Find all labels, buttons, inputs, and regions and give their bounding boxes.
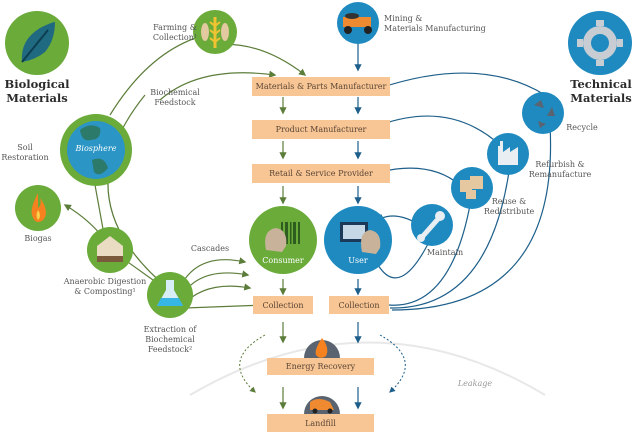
mining-label: Mining & Materials Manufacturing xyxy=(384,14,486,34)
label-line: Anaerobic Digestion xyxy=(63,277,147,286)
label-line: Farming & xyxy=(153,23,197,32)
soil-restoration-label: Soil Restoration xyxy=(0,143,50,163)
biological-materials-icon xyxy=(5,11,69,75)
extraction-to-feedstock-arc xyxy=(107,94,171,291)
label-line: Feedstock xyxy=(154,98,196,107)
label-line: & Composting¹ xyxy=(74,287,136,296)
mining-truck-icon xyxy=(337,2,379,44)
biosphere-label: Biosphere xyxy=(75,144,117,153)
box-label: Landfill xyxy=(305,418,336,428)
recycle-arrow xyxy=(378,72,546,96)
title-line: Technical xyxy=(570,77,632,91)
title-line: Materials xyxy=(6,91,68,105)
energy-recovery-flame-icon xyxy=(304,338,340,358)
technical-flows xyxy=(376,72,552,311)
box-label: Collection xyxy=(338,300,380,310)
title-line: Biological xyxy=(4,77,70,91)
biosphere-globe-icon xyxy=(60,114,132,186)
reuse-arrow xyxy=(378,167,461,186)
title-line: Materials xyxy=(570,91,632,105)
refurbish-label: Refurbish & Remanufacture xyxy=(528,160,592,180)
collection-to-recycle-arc xyxy=(391,124,552,311)
label-line: Refurbish & xyxy=(535,160,585,169)
landfill-box: Landfill xyxy=(267,414,374,432)
collection-to-reuse-arc xyxy=(387,204,471,306)
label-line: Biochemical xyxy=(150,88,200,97)
collection-to-refurbish-arc xyxy=(389,164,511,309)
energy-recovery-box: Energy Recovery xyxy=(267,358,374,375)
label-line: Redistribute xyxy=(483,207,535,216)
extraction-flask-icon xyxy=(147,272,193,318)
product-manufacturer-box: Product Manufacturer xyxy=(252,120,390,139)
user-to-maintain-arc xyxy=(377,239,431,279)
extraction-label: Extraction of Biochemical Feedstock² xyxy=(140,325,200,355)
refurbish-factory-icon xyxy=(487,133,529,175)
box-label: Energy Recovery xyxy=(285,362,356,371)
anaerobic-digestion-label: Anaerobic Digestion & Composting¹ xyxy=(50,277,160,297)
biogas-flame-icon xyxy=(15,185,61,231)
cascades-label: Cascades xyxy=(190,244,230,253)
maintain-wrench-icon xyxy=(411,204,453,246)
biosphere-to-farming-arc xyxy=(109,34,206,116)
label-line: Biochemical xyxy=(145,335,195,344)
label-line: Extraction of xyxy=(143,325,197,334)
farming-label: Farming & Collection¹ xyxy=(150,23,200,43)
box-label: Retail & Service Provider xyxy=(269,169,373,178)
label-line: Collection¹ xyxy=(152,33,198,42)
recycle-label: Recycle xyxy=(566,123,598,132)
refurbish-arrow xyxy=(378,115,501,146)
label-line: Reuse & xyxy=(491,197,527,206)
feedstock-arrow xyxy=(159,70,277,101)
label-line: Mining & xyxy=(384,14,423,23)
consumer-label: Consumer xyxy=(262,256,304,265)
box-label: Materials & Parts Manufacturer xyxy=(255,82,387,91)
consumer-icon xyxy=(249,206,317,274)
leakage-arc xyxy=(189,341,546,396)
user-icon xyxy=(324,206,392,274)
biological-materials-title: Biological Materials xyxy=(2,77,72,105)
technical-materials-title: Technical Materials xyxy=(566,77,636,105)
materials-parts-manufacturer-box: Materials & Parts Manufacturer xyxy=(252,77,390,96)
reuse-boxes-icon xyxy=(451,167,493,209)
leakage-green-arrow xyxy=(239,334,266,393)
label-line: Soil xyxy=(17,143,33,152)
leakage-blue-arrow xyxy=(379,334,406,393)
collection-technical-box: Collection xyxy=(329,296,389,314)
user-label: User xyxy=(348,256,368,265)
label-line: Remanufacture xyxy=(528,170,592,179)
label-line: Materials Manufacturing xyxy=(384,24,486,33)
biogas-label: Biogas xyxy=(24,234,52,243)
maintain-label: Maintain xyxy=(426,248,464,257)
retail-service-provider-box: Retail & Service Provider xyxy=(252,164,390,183)
label-line: Restoration xyxy=(1,153,49,162)
anaerobic-digestion-icon xyxy=(87,227,133,273)
leakage-label: Leakage xyxy=(457,379,493,388)
farming-icon xyxy=(193,10,237,54)
label-line: Feedstock² xyxy=(147,345,193,354)
recycle-icon xyxy=(522,92,564,134)
technical-materials-icon xyxy=(568,11,632,75)
collection-to-extraction-line xyxy=(184,304,266,309)
landfill-truck-icon xyxy=(304,396,340,414)
reuse-label: Reuse & Redistribute xyxy=(482,197,536,217)
box-label: Collection xyxy=(262,300,304,310)
biochemical-feedstock-label: Biochemical Feedstock xyxy=(150,88,200,108)
collection-biological-box: Collection xyxy=(253,296,313,314)
box-label: Product Manufacturer xyxy=(275,125,367,134)
